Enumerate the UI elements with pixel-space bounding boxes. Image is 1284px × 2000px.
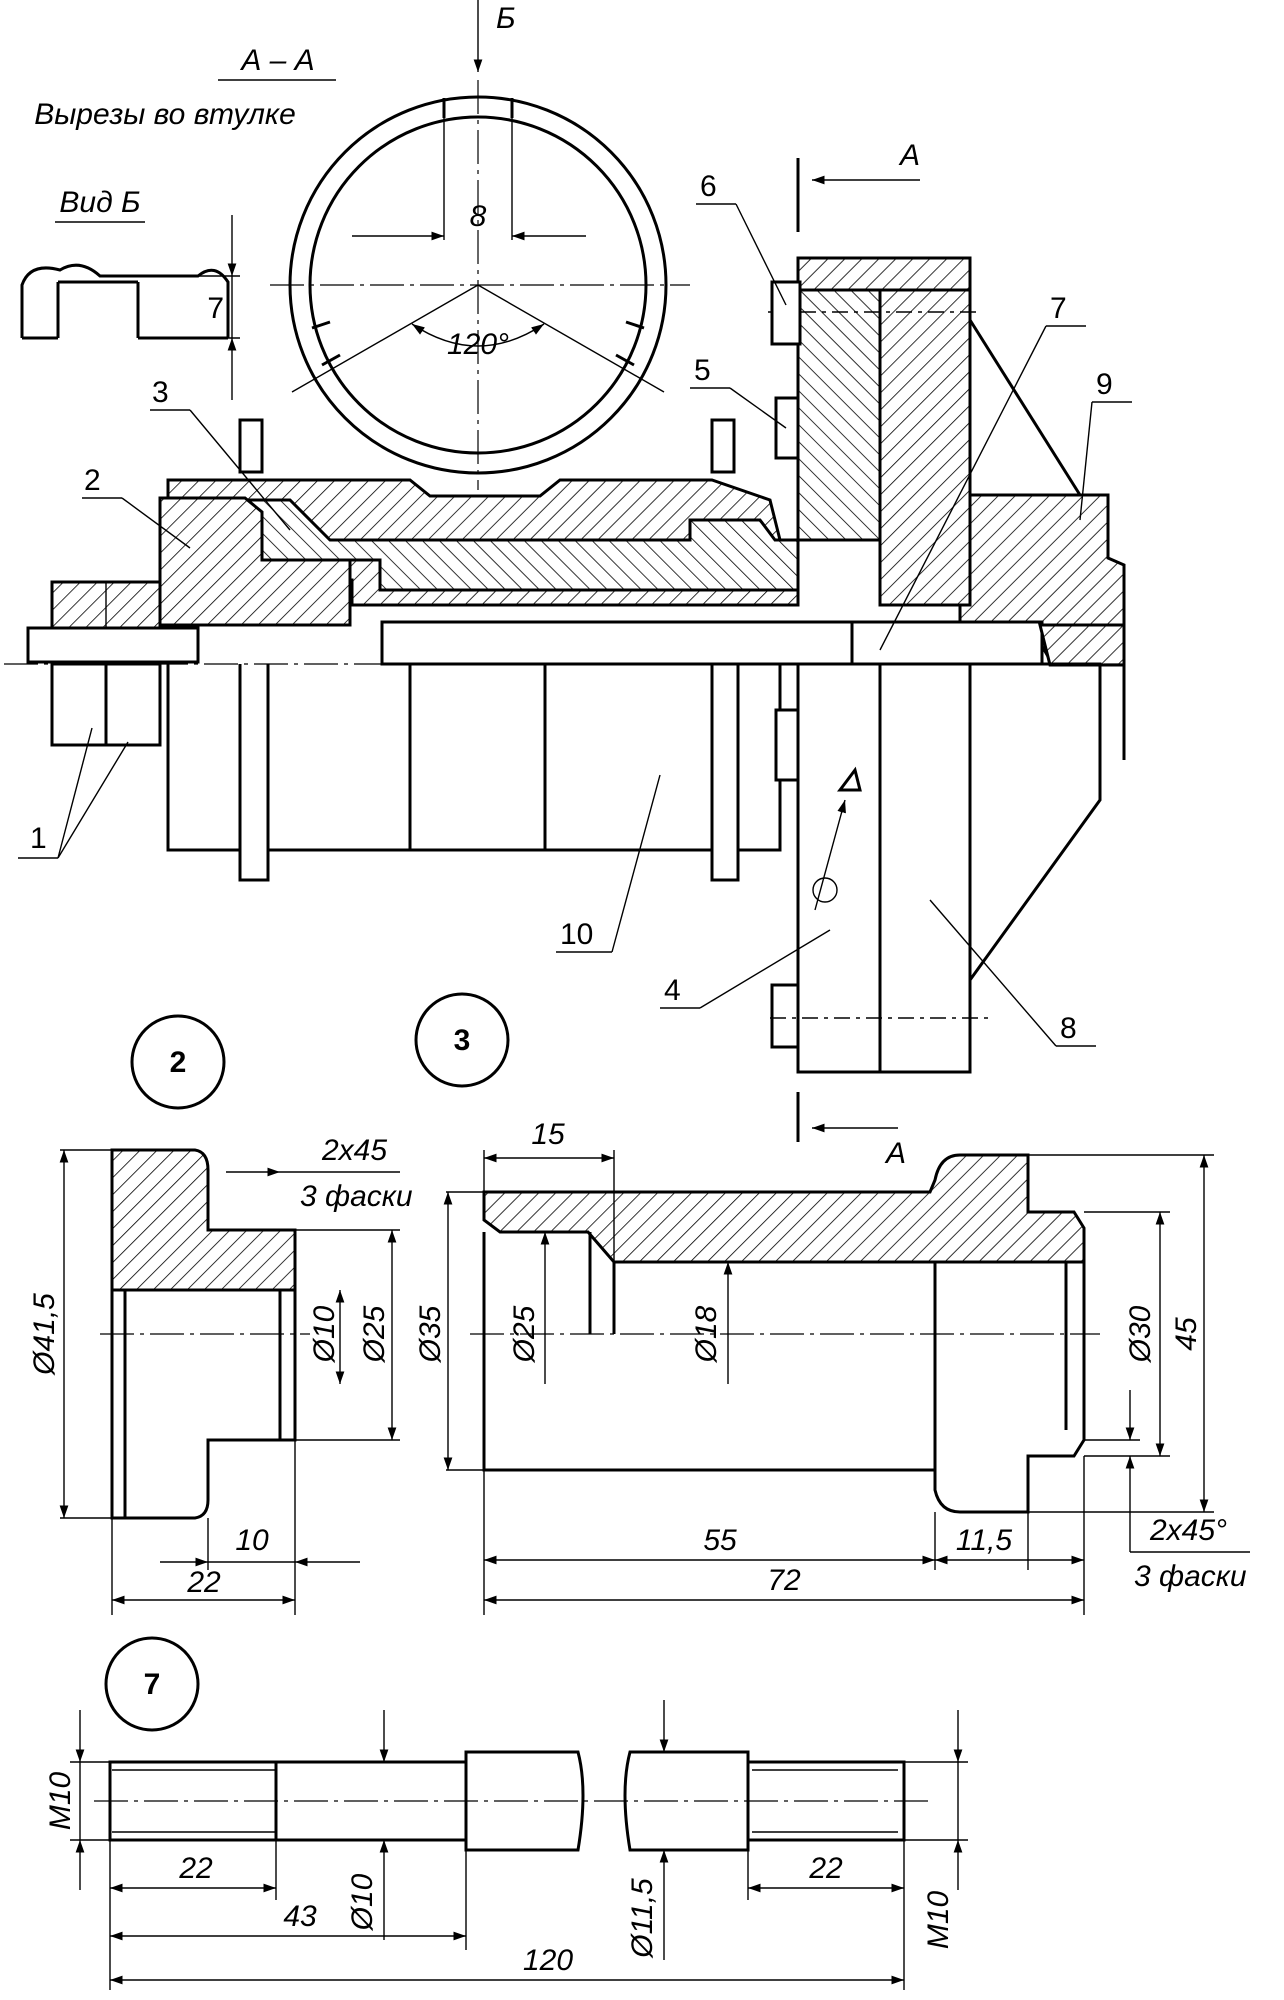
- part-3-dim-18: Ø18: [690, 1305, 723, 1363]
- part-7-dim-thread-len-right: 22: [808, 1852, 843, 1885]
- section-arrow-a-bottom-letter: А: [884, 1137, 906, 1170]
- dim-angle: 120°: [447, 328, 509, 361]
- section-arrow-a-top-letter: А: [898, 139, 920, 172]
- part-7-id: 7: [144, 1668, 161, 1701]
- part-7-drawing: 7 M10 M10 Ø10 Ø11,5 22 22: [44, 1636, 968, 1990]
- callout-7: 7: [1050, 292, 1067, 325]
- part-3-dim-chamfer: 2x45°: [1149, 1514, 1227, 1547]
- part-7-dim-thread-left: M10: [44, 1772, 77, 1831]
- part-3-dim-chamfer-note: 3 фаски: [1134, 1560, 1247, 1593]
- part-3-dim-72: 72: [767, 1564, 801, 1597]
- part-7-dim-diameter-10: Ø10: [346, 1873, 379, 1931]
- part-3-dim-15: 15: [531, 1118, 565, 1151]
- part-7-dim-120: 120: [523, 1944, 573, 1977]
- callout-2: 2: [84, 464, 101, 497]
- section-label: А – А: [239, 44, 314, 77]
- callout-5: 5: [694, 354, 711, 387]
- part-3-dim-11-5: 11,5: [956, 1524, 1012, 1557]
- part-3-id: 3: [454, 1024, 471, 1057]
- section-aa-ring: 8 120°: [270, 80, 690, 490]
- section-arrow-a-top: А: [796, 139, 920, 232]
- dim-slot-depth: 7: [207, 292, 224, 325]
- part-3-dim-45: 45: [1170, 1317, 1203, 1351]
- part-3-dim-25: Ø25: [508, 1305, 541, 1363]
- callout-10: 10: [560, 918, 593, 951]
- part-2-dim-hub: Ø25: [358, 1305, 391, 1363]
- callout-3: 3: [152, 376, 169, 409]
- part-2-id: 2: [170, 1046, 187, 1079]
- view-arrow-b: Б: [473, 0, 516, 72]
- part-2-dim-chamfer-note: 3 фаски: [300, 1180, 413, 1213]
- part-3-dim-55: 55: [703, 1524, 737, 1557]
- part-7-dim-43: 43: [283, 1900, 317, 1933]
- view-label: Вид Б: [59, 186, 140, 219]
- section-arrow-a-bottom: А: [796, 1092, 906, 1170]
- dim-slot-width: 8: [470, 200, 487, 233]
- view-arrow-letter: Б: [496, 2, 516, 35]
- callout-4: 4: [664, 974, 681, 1007]
- part-2-dim-total-length: 22: [186, 1566, 221, 1599]
- part-2-dim-bore: Ø10: [308, 1305, 341, 1363]
- part-7-dim-thread-len-left: 22: [178, 1852, 213, 1885]
- part-3-drawing: 3 15 Ø35 Ø25 Ø18 Ø30 45 2x45°: [414, 992, 1250, 1615]
- part-3-dim-30: Ø30: [1124, 1305, 1157, 1363]
- callouts: 1 2 3 4 5 6 7 8 9 10: [18, 170, 1132, 1047]
- part-2-dim-hub-length: 10: [235, 1524, 269, 1557]
- callout-9: 9: [1096, 368, 1113, 401]
- part-2-drawing: 2 Ø41,5 Ø10 Ø25 2x45 3 фаски 10 22: [28, 1014, 413, 1615]
- part-2-dim-chamfer: 2x45: [321, 1134, 387, 1167]
- view-b-profile: 7: [20, 215, 240, 400]
- assembly-view: [4, 256, 1126, 1074]
- callout-8: 8: [1060, 1012, 1077, 1045]
- section-label-group: А – А Вырезы во втулке Вид Б: [34, 44, 336, 223]
- callout-6: 6: [700, 170, 717, 203]
- part-3-dim-35: Ø35: [414, 1305, 447, 1363]
- section-caption: Вырезы во втулке: [34, 98, 296, 131]
- callout-1: 1: [30, 822, 47, 855]
- part-7-dim-thread-right: M10: [922, 1891, 955, 1950]
- part-2-dim-diameter-outer: Ø41,5: [28, 1293, 61, 1376]
- part-7-dim-diameter-11-5: Ø11,5: [626, 1878, 659, 1959]
